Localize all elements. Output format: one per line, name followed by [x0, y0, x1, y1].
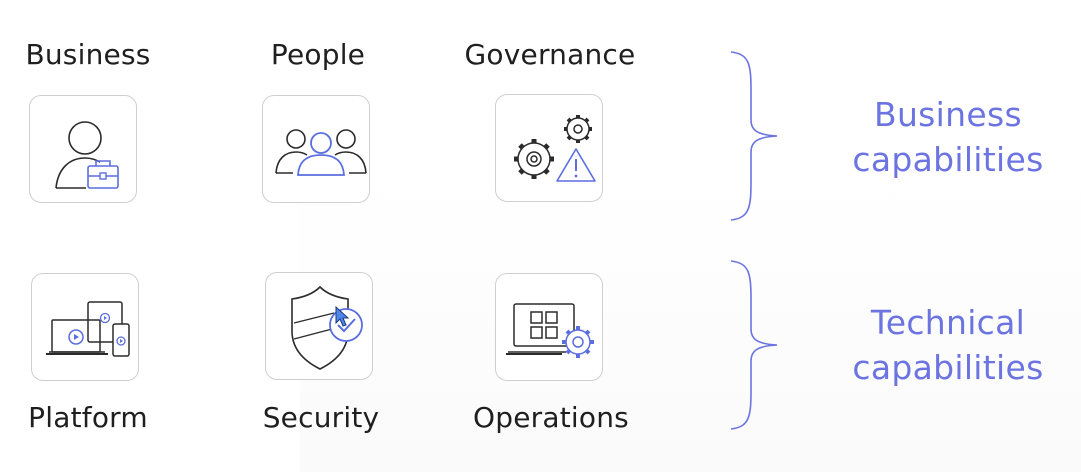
- business-brace: [730, 51, 778, 221]
- business-capabilities-label: Business capabilities: [852, 95, 1044, 179]
- platform-tile: [31, 273, 139, 381]
- label-operations: Operations: [473, 401, 629, 434]
- businessperson-briefcase-icon: [55, 121, 119, 189]
- technical-brace: [730, 260, 778, 430]
- label-people: People: [270, 38, 366, 71]
- label-platform: Platform: [28, 401, 148, 434]
- operations-tile: [495, 273, 603, 381]
- shield-check-icon: [291, 285, 363, 370]
- label-business: Business: [25, 38, 151, 71]
- gears-warning-icon: [514, 115, 596, 182]
- people-tile: [262, 95, 370, 203]
- laptop-gear-icon: [506, 303, 594, 358]
- devices-icon: [46, 301, 130, 357]
- governance-tile: [495, 94, 603, 202]
- people-group-icon: [275, 129, 367, 176]
- label-security: Security: [262, 401, 380, 434]
- business-tile: [29, 95, 137, 203]
- background-shade: [300, 175, 1081, 472]
- security-tile: [265, 272, 373, 380]
- label-governance: Governance: [464, 38, 636, 71]
- technical-capabilities-label: Technical capabilities: [852, 303, 1044, 387]
